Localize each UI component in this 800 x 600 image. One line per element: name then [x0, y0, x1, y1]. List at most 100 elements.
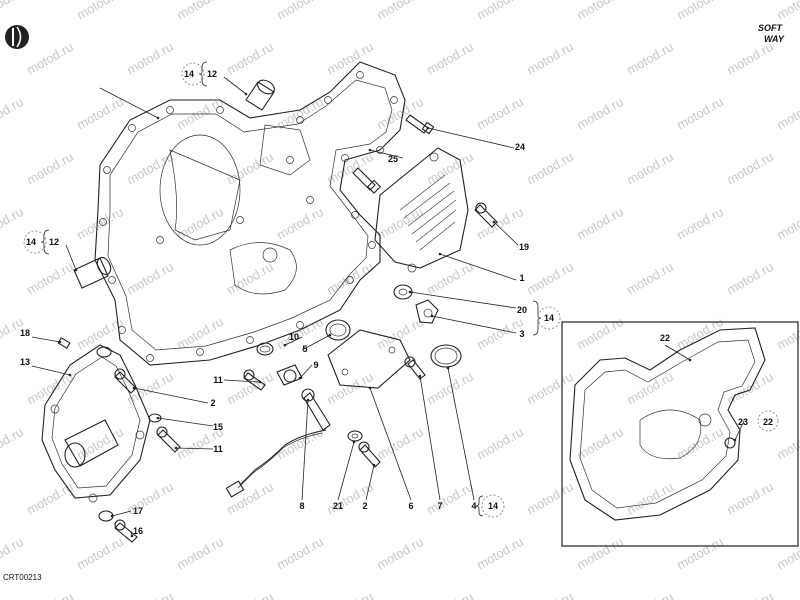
bolt-hole — [356, 71, 364, 79]
watermark-text: motod.ru — [524, 369, 576, 408]
watermark-text: motod.ru — [24, 149, 76, 188]
watermark-text: motod.ru — [574, 314, 626, 353]
bolt-hole — [351, 211, 359, 219]
leader-dot — [283, 343, 287, 347]
leader-dot — [328, 333, 332, 337]
leader-line — [223, 76, 247, 95]
watermark-text: motod.ru — [174, 204, 226, 243]
bolt-hole — [236, 216, 244, 224]
watermark-text: motod.ru — [24, 259, 76, 298]
callout-label-23: 23 — [738, 417, 748, 427]
bolt-7 — [404, 356, 426, 380]
leader-dot — [408, 290, 412, 294]
leader-dot — [372, 463, 376, 467]
callout-label-5: 5 — [302, 344, 307, 354]
watermark-text: motod.ru — [574, 534, 626, 573]
leader-line — [734, 420, 745, 441]
watermark-text: motod.ru — [324, 369, 376, 408]
callout-label-2: 2 — [210, 398, 215, 408]
watermark-text: motod.ru — [24, 479, 76, 518]
watermark-text: motod.ru — [274, 424, 326, 463]
bolt-hole — [341, 154, 349, 162]
softway-logo: SOFT WAY — [758, 23, 785, 44]
callout-label-7: 7 — [437, 501, 442, 511]
watermark-text: motod.ru — [374, 0, 426, 23]
crankcase-cover — [94, 61, 406, 366]
callout-label-4: 4 — [471, 501, 476, 511]
callout-label-22: 22 — [660, 333, 670, 343]
bolt-hole — [306, 196, 314, 204]
watermark-text: motod.ru — [724, 479, 776, 518]
leader-line — [447, 367, 475, 501]
watermark-text: motod.ru — [524, 479, 576, 518]
bolt-hole — [216, 106, 224, 114]
oring-5 — [325, 319, 351, 341]
watermark-text: motod.ru — [124, 39, 176, 78]
callout-label-14: 14 — [488, 501, 498, 511]
watermark-text: motod.ru — [0, 94, 26, 133]
bolt-hole — [296, 116, 304, 124]
leader-line — [419, 375, 441, 501]
leader-dot — [688, 358, 692, 362]
leader-dot — [426, 126, 430, 130]
leader-lines — [31, 76, 745, 538]
leader-dot — [306, 398, 310, 402]
watermark-text: motod.ru — [74, 0, 126, 23]
leader-dot — [368, 386, 372, 390]
watermark-text: motod.ru — [474, 204, 526, 243]
watermark-text: motod.ru — [274, 0, 326, 23]
leader-line — [664, 344, 691, 361]
bolt-holes — [99, 71, 398, 362]
callout-label-20: 20 — [517, 305, 527, 315]
watermark-text: motod.ru — [774, 534, 800, 573]
watermark-text: motod.ru — [174, 0, 226, 23]
watermark-text: motod.ru — [624, 369, 676, 408]
watermark-text: motod.ru — [24, 589, 76, 600]
ducati-emblem-icon — [5, 25, 29, 49]
watermark-text: motod.ru — [624, 149, 676, 188]
bolt-hole — [156, 236, 164, 244]
bolt-11-left — [156, 426, 181, 453]
bolt-hole — [99, 218, 107, 226]
watermark-text: motod.ru — [724, 259, 776, 298]
watermark-text: motod.ru — [274, 204, 326, 243]
watermark-text: motod.ru — [374, 94, 426, 133]
watermark-text: motod.ru — [0, 204, 26, 243]
watermark-text: motod.ru — [674, 204, 726, 243]
callout-label-1: 1 — [519, 273, 524, 283]
watermark-text: motod.ru — [324, 259, 376, 298]
leader-dot — [733, 438, 737, 442]
callout-label-2: 2 — [362, 501, 367, 511]
leader-dot — [258, 380, 262, 384]
watermark-text: motod.ru — [474, 0, 526, 23]
watermark-text: motod.ru — [724, 39, 776, 78]
callout-label-14: 14 — [544, 313, 554, 323]
leader-line — [111, 510, 132, 517]
watermark-text: motod.ru — [74, 94, 126, 133]
watermark-text: motod.ru — [624, 39, 676, 78]
logo-line1: SOFT — [758, 23, 784, 33]
watermark-text: motod.ru — [724, 589, 776, 600]
watermark-text: motod.ru — [774, 314, 800, 353]
bolt-2-left — [114, 368, 137, 394]
callout-label-11: 11 — [213, 444, 223, 454]
bolt-24 — [405, 114, 435, 135]
dashed-markers — [23, 62, 779, 518]
callout-label-18: 18 — [20, 328, 30, 338]
callout-label-17: 17 — [133, 506, 143, 516]
callout-label-21: 21 — [333, 501, 343, 511]
leader-dot — [430, 314, 434, 318]
leader-line — [301, 334, 331, 351]
watermark-text: motod.ru — [224, 589, 276, 600]
callout-label-24: 24 — [515, 142, 525, 152]
bolt-hole — [368, 241, 376, 249]
bolt-hole — [166, 106, 174, 114]
bolt-hole — [128, 124, 136, 132]
callout-label-16: 16 — [133, 526, 143, 536]
callout-label-14: 14 — [26, 237, 36, 247]
bolt-hole — [286, 156, 294, 164]
nut-3 — [415, 299, 439, 324]
watermark-text: motod.ru — [374, 424, 426, 463]
